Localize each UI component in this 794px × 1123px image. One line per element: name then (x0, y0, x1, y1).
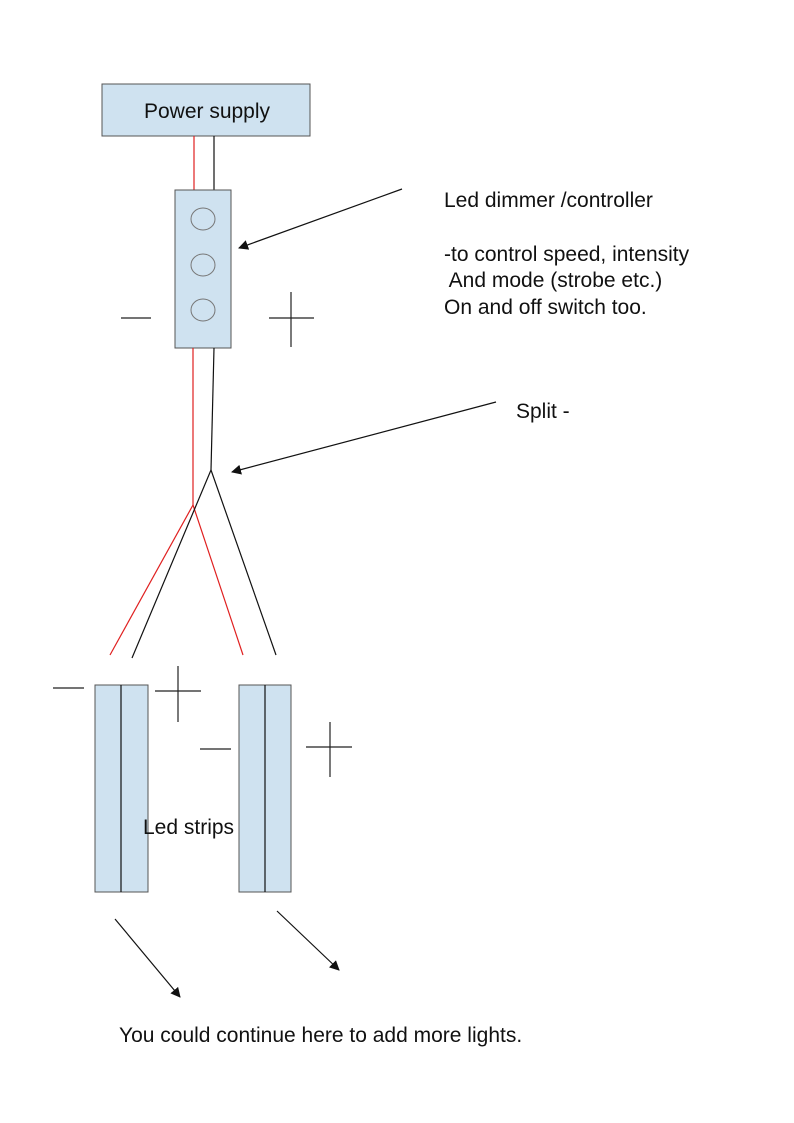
controller-knob-bottom (190, 298, 216, 322)
power-supply-box (101, 83, 311, 137)
led-strips-label: Led strips (143, 816, 234, 839)
controller-desc-line-1: -to control speed, intensity (444, 243, 690, 266)
controller-pointer-arrow (238, 188, 403, 250)
positive-branch-right (192, 504, 244, 656)
left-strip-plus-sign (155, 666, 201, 722)
controller-desc-line-2: And mode (strobe etc.) (444, 269, 662, 292)
controller-desc-line-3: On and off switch too. (444, 296, 647, 319)
negative-branch-right (210, 469, 277, 656)
controller-plus-sign (269, 292, 314, 347)
power-supply: Power supply (101, 83, 311, 137)
power-supply-label: Power supply (144, 100, 271, 123)
positive-branch-left (109, 504, 194, 656)
continue-arrow-left (114, 918, 181, 998)
controller-title: Led dimmer /controller (444, 189, 653, 212)
split-label: Split - (516, 400, 570, 423)
negative-branch-left (131, 469, 212, 659)
right-strip-plus-sign (306, 722, 352, 777)
controller-knob-middle (190, 253, 216, 277)
controller-knob-top (190, 207, 216, 231)
led-strip-right (238, 684, 292, 893)
continue-arrow-right (276, 910, 340, 971)
continue-note: You could continue here to add more ligh… (119, 1024, 522, 1047)
led-strip-left (94, 684, 149, 893)
led-controller (174, 189, 232, 349)
negative-wire-main (210, 347, 215, 471)
split-pointer-arrow (231, 401, 497, 475)
